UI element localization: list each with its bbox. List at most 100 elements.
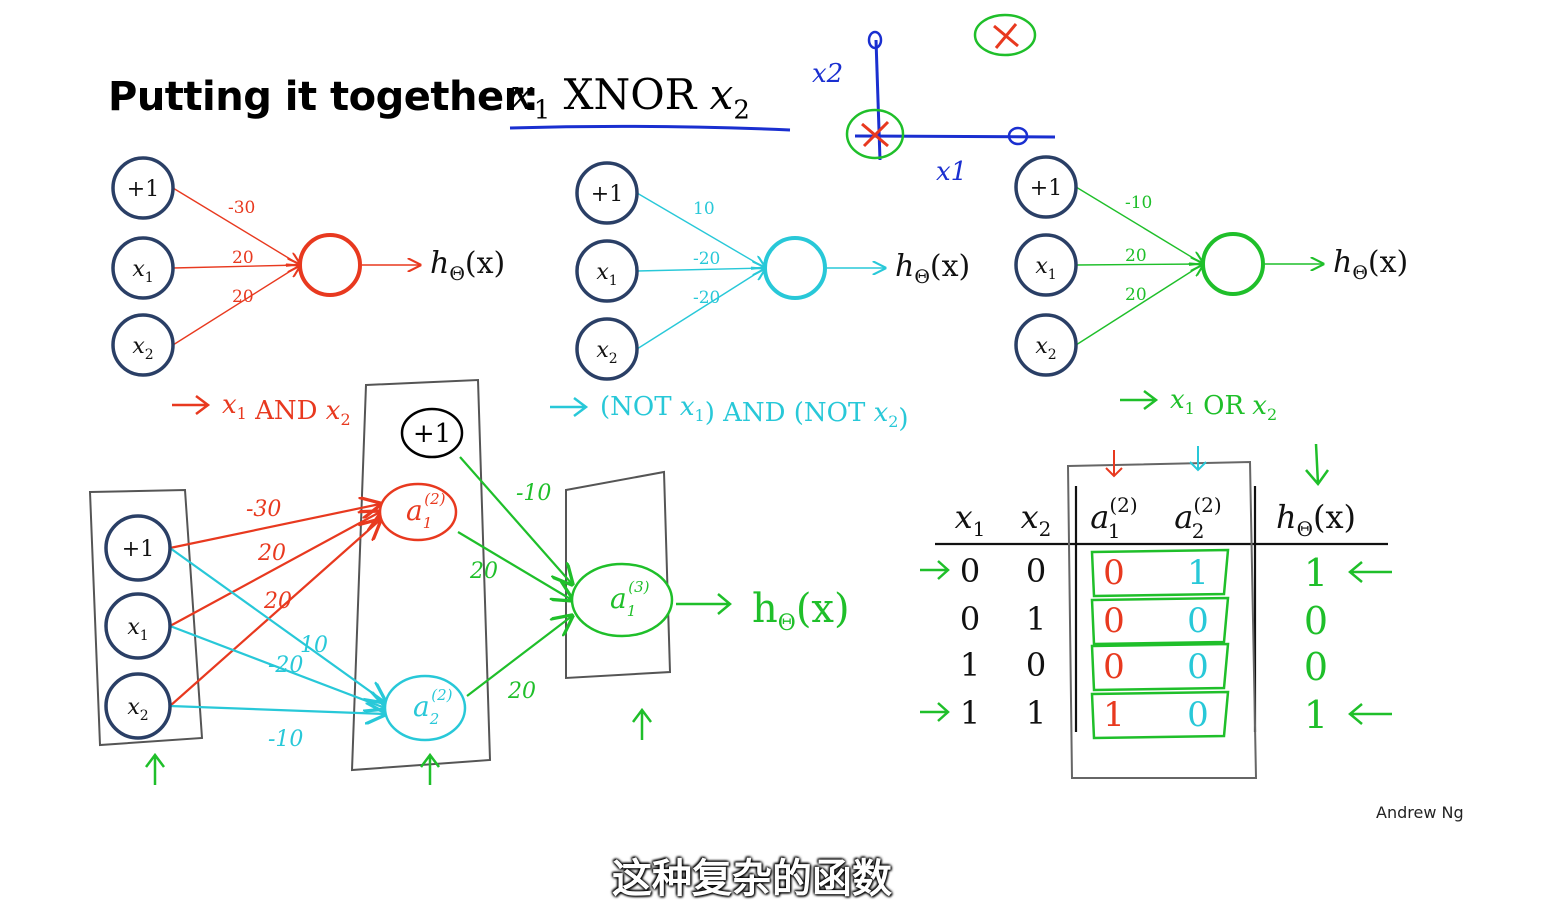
edge-weight: -10 <box>1125 193 1152 213</box>
edge <box>636 268 765 271</box>
caption-arrow <box>550 397 589 417</box>
edge <box>1075 264 1203 346</box>
output-neuron <box>298 233 362 297</box>
cell-x1: 0 <box>960 552 980 590</box>
row-pointer-arrow <box>1348 561 1392 583</box>
combined-network: -30202010-20-10-102020+1x1x2+1a1(2)a2(2)… <box>88 378 850 785</box>
hidden-layer-box <box>350 378 492 772</box>
edge-weight-cyan: 10 <box>300 633 328 658</box>
edge <box>1075 186 1203 264</box>
input-node <box>104 672 172 740</box>
input-node-label: +1 <box>127 177 159 202</box>
edge <box>636 268 765 350</box>
edge-weight: -20 <box>693 288 720 308</box>
network-caption: (NOT x1) AND (NOT x2) <box>600 392 909 434</box>
author-credit: Andrew Ng <box>1376 803 1464 822</box>
output-label: hΘ(x) <box>1333 245 1408 284</box>
title-underline <box>509 124 791 132</box>
network-caption: x1 AND x2 <box>222 390 351 429</box>
edge-cyan <box>169 547 385 702</box>
cell-x2: 0 <box>1026 552 1046 590</box>
cell-x2: 0 <box>1026 646 1046 684</box>
input-node-label: x2 <box>1035 334 1056 363</box>
input-node <box>575 239 639 303</box>
output-arrow <box>676 593 732 615</box>
cell-a1: 0 <box>1103 553 1125 593</box>
cell-x1: 1 <box>960 694 980 732</box>
plot-x-marker <box>861 120 890 148</box>
edge-weight: 20 <box>1125 246 1147 266</box>
table-row: 0 0 0 1 1 <box>960 548 1328 598</box>
hidden-bias-label: +1 <box>413 419 451 449</box>
plot-x-label: x1 <box>936 157 967 187</box>
edge-weight: -20 <box>693 249 720 269</box>
cell-h: 0 <box>1304 599 1328 643</box>
edge-cyan <box>169 624 385 708</box>
plot-circle-marker <box>1007 126 1029 146</box>
input-node-label: x2 <box>127 695 148 724</box>
input-node <box>111 156 175 220</box>
input-node <box>1014 155 1078 219</box>
input-node-label: x2 <box>132 334 153 363</box>
input-node-label: x1 <box>596 260 617 289</box>
cell-a2: 1 <box>1187 553 1209 593</box>
plot-circle-marker <box>867 30 883 50</box>
row-pointer-arrow <box>920 560 950 580</box>
plot-y-label: x2 <box>812 59 843 89</box>
cell-a2: 0 <box>1187 647 1209 687</box>
edge-green <box>457 531 572 600</box>
edge-weight-green: 20 <box>507 679 536 704</box>
row-highlight-box <box>1090 642 1230 692</box>
up-arrow <box>145 752 165 785</box>
title-formula: x1 XNOR x2 <box>510 70 750 126</box>
cell-a1: 0 <box>1103 647 1125 687</box>
input-node <box>111 236 175 300</box>
edge-weight-red: -30 <box>246 497 281 522</box>
slide-title: Putting it together: <box>108 74 539 120</box>
edge-weight: 10 <box>693 199 715 219</box>
caption-arrow <box>1120 390 1159 410</box>
hidden-unit-a1 <box>378 482 458 542</box>
output-label: hΘ(x) <box>430 246 505 285</box>
edge-weight-cyan: -20 <box>268 653 303 678</box>
output-neuron <box>1201 232 1265 296</box>
edge-green <box>459 456 572 584</box>
hidden-columns-box <box>1066 460 1258 779</box>
edge-cyan <box>169 706 385 714</box>
up-arrow <box>632 707 652 740</box>
row-highlight-box <box>1090 596 1230 646</box>
edge-weight-cyan: -10 <box>268 727 303 752</box>
edge-weight-green: 20 <box>469 559 498 584</box>
cell-h: 1 <box>1304 551 1328 595</box>
output-label: hΘ(x) <box>895 249 970 288</box>
edge-red <box>169 504 380 550</box>
cell-a2: 0 <box>1187 601 1209 641</box>
input-node <box>111 313 175 377</box>
row-highlight-box <box>1090 690 1230 740</box>
hidden-unit-a2-label: a2(2) <box>413 686 453 728</box>
input-node-label: x1 <box>1035 254 1056 283</box>
input-node-label: x1 <box>127 615 148 644</box>
input-node-label: x1 <box>132 257 153 286</box>
edge-weight: 20 <box>232 287 254 307</box>
input-layer-box <box>88 488 204 747</box>
cell-a2: 0 <box>1187 695 1209 735</box>
cell-x2: 1 <box>1026 694 1046 732</box>
edge-red <box>169 520 380 707</box>
input-node <box>1014 233 1078 297</box>
edge-green <box>466 616 572 697</box>
column-arrow <box>1189 446 1207 472</box>
caption-arrow <box>172 395 211 415</box>
input-node <box>575 161 639 225</box>
edge-weight-green: -10 <box>516 481 551 506</box>
hidden-unit-a2 <box>383 674 467 742</box>
